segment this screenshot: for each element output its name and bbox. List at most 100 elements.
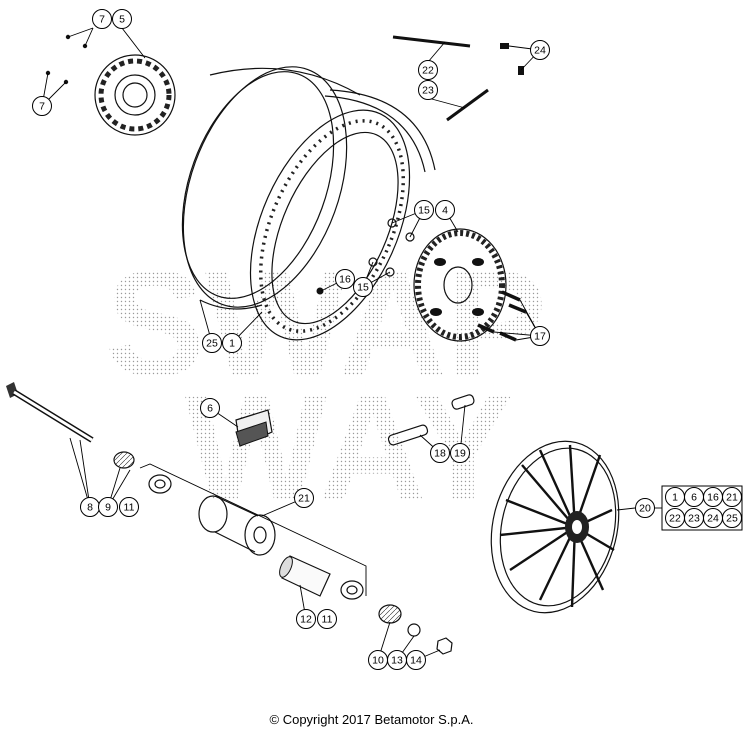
sprocket-nuts — [368, 218, 415, 277]
kit-callout-23: 23 — [684, 508, 704, 528]
callout-6-label: 6 — [207, 403, 213, 415]
callout-19-circle — [450, 443, 470, 463]
callout-11a-circle — [119, 497, 139, 517]
wheel-axle — [6, 382, 94, 443]
kit-callout-22: 22 — [665, 508, 685, 528]
kit-callout-1: 1 — [665, 487, 685, 507]
rear-sprocket — [413, 228, 507, 342]
watermark-line-1: SWAP — [105, 239, 547, 407]
callout-15a-circle — [414, 200, 434, 220]
brake-disc — [94, 54, 176, 136]
kit-callout-16: 16 — [703, 487, 723, 507]
kit-callout-6: 6 — [684, 487, 704, 507]
callout-11b-circle — [317, 609, 337, 629]
callout-7a-circle — [92, 9, 112, 29]
spoke-nipples — [500, 43, 524, 75]
right-spacer — [378, 604, 402, 624]
callout-9: 9 — [98, 497, 118, 517]
callout-10: 10 — [368, 650, 388, 670]
callout-20: 20 — [635, 498, 655, 518]
callout-15b-circle — [353, 277, 373, 297]
callout-5: 5 — [112, 9, 132, 29]
callout-4-circle — [435, 200, 455, 220]
callout-7b-circle — [32, 96, 52, 116]
valve — [316, 287, 324, 295]
callout-7b-label: 7 — [39, 101, 45, 113]
callout-11b-label: 11 — [322, 614, 333, 626]
callout-9-label: 9 — [105, 502, 111, 514]
callout-17-label: 17 — [534, 331, 546, 343]
callout-15b-label: 15 — [357, 282, 369, 294]
callout-12: 12 — [296, 609, 316, 629]
callout-18-label: 18 — [434, 448, 446, 460]
callout-22: 22 — [418, 60, 438, 80]
callout-11a-label: 11 — [124, 502, 135, 514]
callout-8: 8 — [80, 497, 100, 517]
callout-15a: 15 — [414, 200, 434, 220]
callout-18-circle — [430, 443, 450, 463]
wheel-hub — [198, 495, 276, 556]
callout-5-label: 5 — [119, 14, 125, 26]
callout-12-label: 12 — [300, 614, 312, 626]
watermark: SWAP WAY — [105, 239, 547, 532]
kit-callout-25-label: 25 — [726, 513, 738, 525]
callout-5-circle — [112, 9, 132, 29]
copyright-notice: © Copyright 2017 Betamotor S.p.A. — [269, 712, 474, 727]
callout-6: 6 — [200, 398, 220, 418]
callout-24: 24 — [530, 40, 550, 60]
axle-washer — [407, 623, 421, 637]
callout-17: 17 — [530, 326, 550, 346]
callout-22-label: 22 — [422, 65, 434, 77]
callout-20-label: 20 — [639, 503, 651, 515]
callout-9-circle — [98, 497, 118, 517]
kit-callout-21-circle — [722, 487, 742, 507]
callout-21-circle — [294, 488, 314, 508]
callout-7b: 7 — [32, 96, 52, 116]
callout-15b: 15 — [353, 277, 373, 297]
callout-12-circle — [296, 609, 316, 629]
callout-16: 16 — [335, 269, 355, 289]
kit-callout-16-label: 16 — [707, 492, 719, 504]
bearing-left — [148, 474, 172, 494]
sprocket-bolts — [477, 290, 527, 342]
callout-14: 14 — [406, 650, 426, 670]
hub-spacer-tube — [279, 555, 331, 597]
callout-4-label: 4 — [442, 205, 448, 217]
kit-callout-21: 21 — [722, 487, 742, 507]
callout-24-circle — [530, 40, 550, 60]
kit-callout-1-label: 1 — [672, 492, 678, 504]
kit-callout-6-label: 6 — [691, 492, 697, 504]
callout-13: 13 — [387, 650, 407, 670]
callout-11a: 11 — [119, 497, 139, 517]
callout-7a-label: 7 — [99, 14, 105, 26]
callout-6-circle — [200, 398, 220, 418]
callout-23: 23 — [418, 80, 438, 100]
callout-25-label: 25 — [206, 338, 218, 350]
callout-16-label: 16 — [339, 274, 351, 286]
callout-14-circle — [406, 650, 426, 670]
bearing-right — [340, 580, 364, 600]
callout-19-label: 19 — [454, 448, 466, 460]
axle-spacer — [113, 451, 135, 469]
callout-23-label: 23 — [422, 85, 434, 97]
kit-callout-22-label: 22 — [669, 513, 681, 525]
kit-callout-24-label: 24 — [707, 513, 719, 525]
callout-22-circle — [418, 60, 438, 80]
callout-1-label: 1 — [229, 338, 235, 350]
callout-17-circle — [530, 326, 550, 346]
callout-21-label: 21 — [298, 493, 310, 505]
callout-7a: 7 — [92, 9, 112, 29]
callout-1: 1 — [222, 333, 242, 353]
callout-15a-label: 15 — [418, 205, 430, 217]
spokes — [392, 35, 489, 122]
callout-24-label: 24 — [534, 45, 546, 57]
disc-bolts — [45, 34, 88, 85]
callout-25: 25 — [202, 333, 222, 353]
assembly-bracket — [139, 463, 367, 596]
chain-guide-block — [235, 409, 273, 447]
callout-13-label: 13 — [391, 655, 403, 667]
